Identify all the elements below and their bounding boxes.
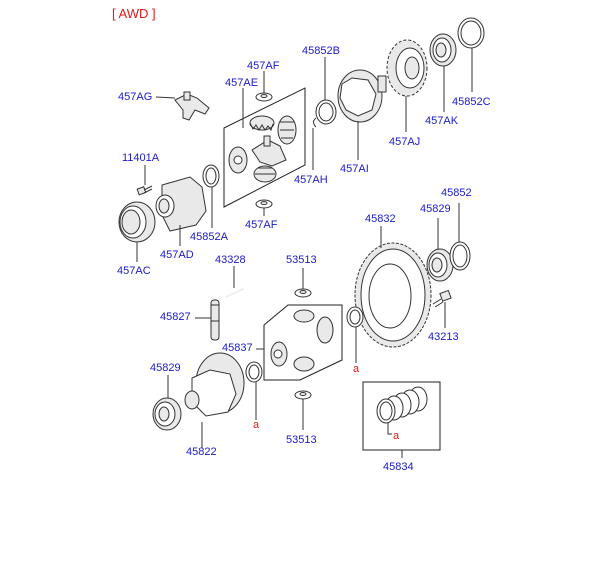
label-457AK[interactable]: 457AK xyxy=(425,115,459,127)
bevel-gear-icon xyxy=(277,115,297,145)
label-45852C[interactable]: 45852C xyxy=(452,96,491,108)
label-11401A[interactable]: 11401A xyxy=(122,152,160,164)
pin-43328[interactable] xyxy=(225,288,244,298)
label-53513-top[interactable]: 53513 xyxy=(286,254,317,266)
label-45852B[interactable]: 45852B xyxy=(302,45,340,57)
reference-a-2: a xyxy=(253,419,260,431)
bearing-45829-left[interactable] xyxy=(152,397,182,431)
bevel-gear-icon xyxy=(316,316,334,344)
label-45852A[interactable]: 45852A xyxy=(190,231,229,243)
label-457AF-bottom[interactable]: 457AF xyxy=(245,219,278,231)
label-43213[interactable]: 43213 xyxy=(428,331,459,343)
bevel-gear-icon xyxy=(249,115,275,132)
shim-45852A[interactable] xyxy=(202,164,220,188)
side-gear-icon xyxy=(228,146,248,174)
bolt-11401A[interactable] xyxy=(136,185,153,196)
label-45829-right[interactable]: 45829 xyxy=(420,203,451,215)
label-45822[interactable]: 45822 xyxy=(186,446,217,458)
shim-right-a[interactable] xyxy=(346,306,364,328)
label-457AC[interactable]: 457AC xyxy=(117,265,151,277)
bearing-457AK[interactable] xyxy=(429,33,457,67)
bevel-gear-icon xyxy=(253,165,277,183)
reference-a-1: a xyxy=(353,363,360,375)
bearing-45829-right[interactable] xyxy=(426,248,454,282)
label-457AI[interactable]: 457AI xyxy=(340,163,369,175)
snap-ring-457AH[interactable] xyxy=(313,117,317,128)
shim-stack-icon xyxy=(376,386,428,424)
diff-case-457AI[interactable] xyxy=(337,69,387,123)
label-457AF-top[interactable]: 457AF xyxy=(247,60,280,72)
shaft-45827[interactable] xyxy=(210,299,220,341)
label-45827[interactable]: 45827 xyxy=(160,311,191,323)
label-53513-bottom[interactable]: 53513 xyxy=(286,434,317,446)
spider-shaft-icon xyxy=(251,135,287,167)
label-45829-left[interactable]: 45829 xyxy=(150,362,181,374)
bolt-43213[interactable] xyxy=(432,289,452,308)
shim-left-a[interactable] xyxy=(245,361,263,383)
shim-45852C[interactable] xyxy=(457,17,485,49)
diff-case-45822[interactable] xyxy=(184,352,245,417)
diagram-title: [ AWD ] xyxy=(112,6,156,21)
label-457AE[interactable]: 457AE xyxy=(225,77,258,89)
part-457AE-kit[interactable] xyxy=(223,87,306,208)
reference-a-3: a xyxy=(393,430,400,442)
bevel-gear-icon xyxy=(293,309,315,323)
side-gear-icon xyxy=(270,341,288,367)
label-45837[interactable]: 45837 xyxy=(222,342,253,354)
spider-457AG[interactable] xyxy=(174,91,210,121)
label-457AD[interactable]: 457AD xyxy=(160,249,194,261)
shim-kit-45834[interactable]: a xyxy=(362,381,441,451)
label-43328[interactable]: 43328 xyxy=(215,254,246,266)
label-457AG[interactable]: 457AG xyxy=(118,91,152,103)
label-45852[interactable]: 45852 xyxy=(441,187,472,199)
part-45837-kit[interactable] xyxy=(263,304,343,381)
shim-45852B[interactable] xyxy=(315,99,337,125)
flange-457AD[interactable] xyxy=(155,176,207,232)
shim-45852[interactable] xyxy=(449,241,471,271)
helical-gear-457AJ[interactable] xyxy=(386,39,428,97)
label-457AJ[interactable]: 457AJ xyxy=(389,136,420,148)
label-45832[interactable]: 45832 xyxy=(365,213,396,225)
label-45834[interactable]: 45834 xyxy=(383,461,414,473)
final-gear-45832[interactable] xyxy=(354,242,432,348)
label-457AH[interactable]: 457AH xyxy=(294,174,328,186)
bevel-gear-icon xyxy=(293,356,315,372)
bearing-457AC[interactable] xyxy=(118,201,156,243)
